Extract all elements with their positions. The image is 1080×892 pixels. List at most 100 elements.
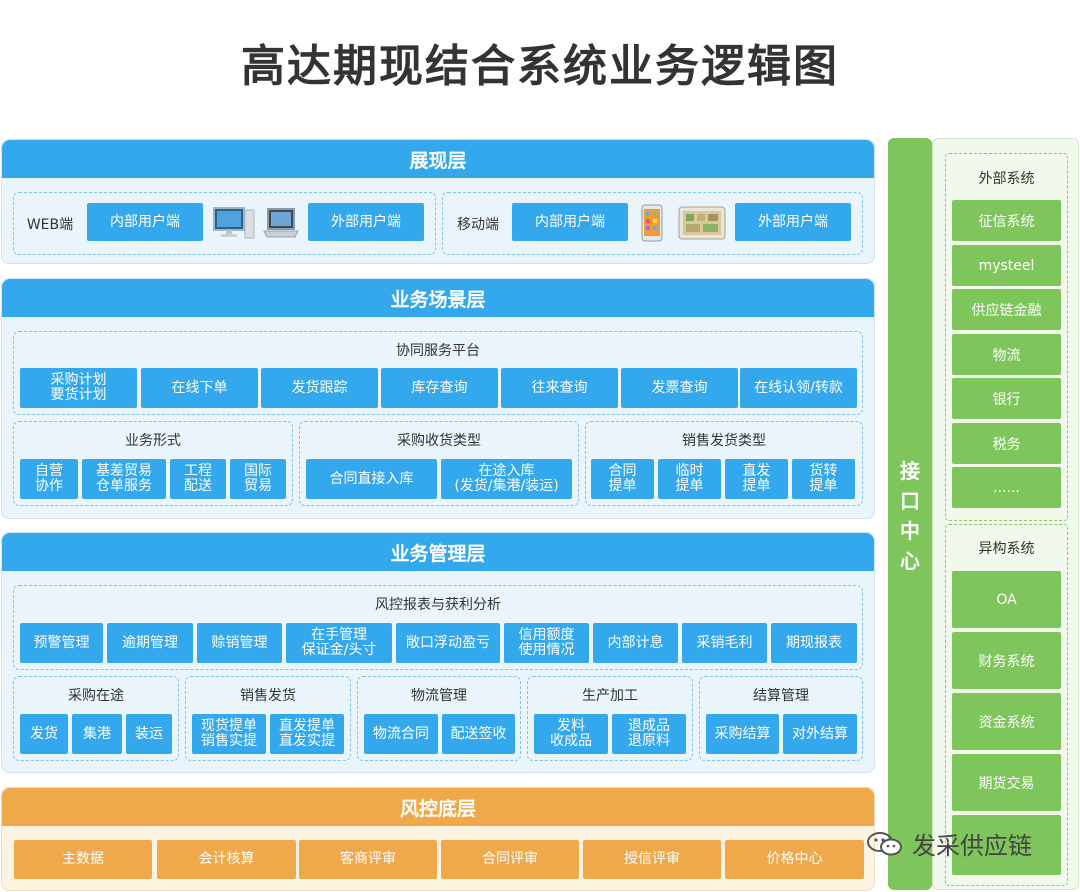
risk-report-item[interactable]: 信用额度 使用情况	[504, 623, 589, 663]
collab-item[interactable]: 库存查询	[381, 368, 498, 408]
settlement-item[interactable]: 采购结算	[706, 714, 779, 754]
risk-report-title: 风控报表与获利分析	[375, 597, 501, 613]
mobile-group	[442, 192, 863, 255]
web-internal-user-button[interactable]: 内部用户端	[87, 203, 203, 241]
collab-item[interactable]: 采购计划 要货计划	[20, 368, 137, 408]
external-system-item[interactable]: ......	[952, 467, 1061, 508]
risk-report-item[interactable]: 采销毛利	[682, 623, 767, 663]
collab-item[interactable]: 发货跟踪	[261, 368, 378, 408]
purchase-receipt-item[interactable]: 合同直接入库	[306, 459, 437, 499]
purchase-transit-title: 采购在途	[68, 688, 124, 704]
mobile-external-user-button[interactable]: 外部用户端	[735, 203, 851, 241]
production-item[interactable]: 发料 收成品	[534, 714, 608, 754]
web-label: WEB端	[26, 217, 74, 233]
sales-shipment-title: 销售发货	[240, 688, 296, 704]
logistics-item[interactable]: 物流合同	[364, 714, 438, 754]
heterogeneous-system-item[interactable]: 财务系统	[952, 632, 1061, 689]
purchase-transit-item[interactable]: 集港	[72, 714, 122, 754]
business-form-item[interactable]: 工程 配送	[170, 459, 226, 499]
wechat-icon	[867, 831, 902, 855]
desktop-computer-icon	[213, 207, 255, 239]
scenario-layer-header: 业务场景层	[2, 279, 874, 317]
risk-base-item[interactable]: 合同评审	[441, 840, 579, 879]
heterogeneous-systems-title: 异构系统	[978, 541, 1035, 557]
web-group	[13, 192, 436, 255]
purchase-transit-item[interactable]: 发货	[20, 714, 68, 754]
heterogeneous-system-item[interactable]: OA	[952, 571, 1061, 628]
purchase-transit-item[interactable]: 装运	[126, 714, 172, 754]
sales-delivery-group	[585, 421, 863, 506]
business-form-group	[13, 421, 293, 506]
purchase-receipt-title: 采购收货类型	[397, 433, 481, 449]
sales-shipment-item[interactable]: 直发提单 直发实提	[270, 714, 344, 754]
external-system-item[interactable]: mysteel	[952, 245, 1061, 286]
logistics-item[interactable]: 配送签收	[442, 714, 515, 754]
smartphone-icon	[641, 204, 663, 242]
risk-report-item[interactable]: 赊销管理	[197, 623, 282, 663]
heterogeneous-system-item[interactable]	[952, 815, 1061, 875]
risk-report-group	[13, 585, 863, 670]
business-form-item[interactable]: 国际 贸易	[230, 459, 286, 499]
collab-item[interactable]: 在线认领/转款	[740, 368, 857, 408]
purchase-receipt-group	[299, 421, 579, 506]
external-systems-title: 外部系统	[978, 171, 1035, 187]
purchase-receipt-item[interactable]: 在途入库 (发货/集港/装运)	[441, 459, 572, 499]
risk-report-item[interactable]: 预警管理	[20, 623, 103, 663]
risk-report-item[interactable]: 逾期管理	[107, 623, 193, 663]
risk-base-item[interactable]: 主数据	[14, 840, 152, 879]
settlement-group	[699, 676, 863, 761]
collab-item[interactable]: 往来查询	[501, 368, 618, 408]
interface-center-bar: 接口中心	[888, 138, 932, 890]
business-form-item[interactable]: 基差贸易 仓单服务	[82, 459, 166, 499]
interface-center-label: 接口中心	[900, 459, 920, 573]
presentation-layer-header: 展现层	[2, 140, 874, 178]
heterogeneous-system-item[interactable]: 资金系统	[952, 693, 1061, 750]
production-group	[527, 676, 693, 761]
management-layer: 业务管理层 风控报表与获利分析 预警管理 逾期管理 赊销管理 在手管理 保证金/…	[1, 532, 875, 773]
production-title: 生产加工	[582, 688, 638, 704]
risk-base-layer: 风控底层 主数据 会计核算 客商评审 合同评审 授信评审 价格中心	[1, 787, 875, 891]
collab-item[interactable]: 在线下单	[141, 368, 258, 408]
sales-delivery-item[interactable]: 合同 提单	[591, 459, 654, 499]
risk-base-item[interactable]: 授信评审	[583, 840, 721, 879]
settlement-title: 结算管理	[753, 688, 809, 704]
scenario-layer: 业务场景层 协同服务平台 采购计划 要货计划 在线下单 发货跟踪 库存查询 往来…	[1, 278, 875, 519]
external-system-item[interactable]: 供应链金融	[952, 289, 1061, 330]
risk-report-item[interactable]: 内部计息	[593, 623, 678, 663]
external-systems-group	[945, 153, 1068, 521]
risk-report-item[interactable]: 期现报表	[771, 623, 857, 663]
purchase-transit-group	[13, 676, 179, 761]
external-system-item[interactable]: 税务	[952, 423, 1061, 464]
external-system-item[interactable]: 银行	[952, 378, 1061, 419]
risk-base-item[interactable]: 价格中心	[725, 840, 864, 879]
sales-delivery-item[interactable]: 临时 提单	[658, 459, 721, 499]
business-form-title: 业务形式	[125, 433, 181, 449]
risk-report-item[interactable]: 在手管理 保证金/头寸	[286, 623, 392, 663]
external-system-item[interactable]: 征信系统	[952, 200, 1061, 241]
risk-base-layer-header: 风控底层	[2, 788, 874, 826]
collab-group	[13, 331, 863, 415]
business-form-item[interactable]: 自营 协作	[20, 459, 78, 499]
laptop-icon	[263, 208, 299, 238]
web-external-user-button[interactable]: 外部用户端	[308, 203, 424, 241]
production-item[interactable]: 退成品 退原料	[612, 714, 686, 754]
settlement-item[interactable]: 对外结算	[783, 714, 857, 754]
collab-item[interactable]: 发票查询	[621, 368, 738, 408]
diagram-title: 高达期现结合系统业务逻辑图	[241, 41, 839, 92]
tablet-icon	[678, 206, 726, 240]
sales-delivery-title: 销售发货类型	[682, 433, 766, 449]
sales-delivery-item[interactable]: 直发 提单	[725, 459, 788, 499]
external-system-item[interactable]: 物流	[952, 334, 1061, 375]
watermark: 发采供应链	[866, 826, 1032, 861]
heterogeneous-system-item[interactable]: 期货交易	[952, 754, 1061, 811]
sales-shipment-item[interactable]: 现货提单 销售实提	[192, 714, 266, 754]
risk-base-item[interactable]: 客商评审	[299, 840, 437, 879]
sales-delivery-item[interactable]: 货转 提单	[792, 459, 855, 499]
heterogeneous-systems-group	[945, 524, 1068, 886]
watermark-text: 发采供应链	[912, 832, 1032, 860]
mobile-internal-user-button[interactable]: 内部用户端	[512, 203, 628, 241]
logistics-title: 物流管理	[411, 688, 467, 704]
external-systems-panel: 外部系统 征信系统 mysteel 供应链金融 物流 银行 税务 ...... …	[932, 138, 1079, 890]
risk-base-item[interactable]: 会计核算	[157, 840, 296, 879]
risk-report-item[interactable]: 敞口浮动盈亏	[396, 623, 500, 663]
